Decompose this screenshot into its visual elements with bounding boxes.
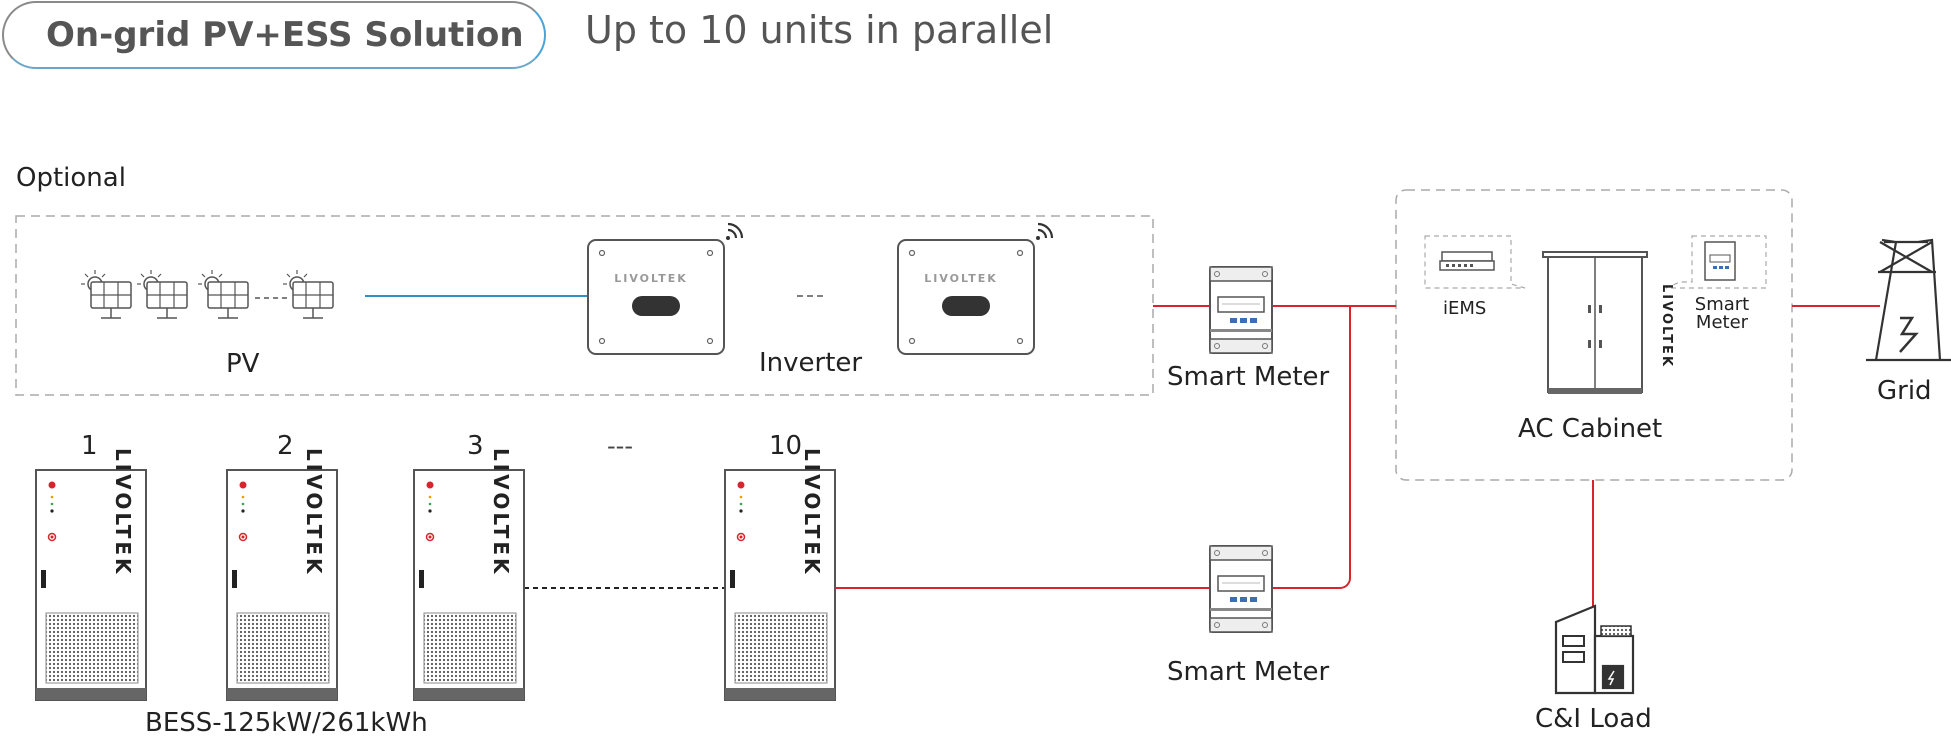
inverter-brand-label: LIVOLTEK — [924, 272, 998, 285]
inverter-icon — [586, 222, 744, 356]
smart-meter-icon — [1209, 266, 1273, 354]
ac-lines — [834, 305, 1880, 613]
bess-cabinet-icon — [35, 447, 147, 701]
pv-label: PV — [226, 349, 260, 379]
bess-ellipsis: --- — [607, 432, 633, 460]
grid-label: Grid — [1877, 376, 1932, 406]
solar-panel-icon — [80, 269, 132, 319]
bess-model-label: BESS-125kW/261kWh — [145, 708, 428, 738]
pv-array — [80, 269, 334, 319]
bess-cabinet-icon — [413, 447, 525, 701]
ac-cabinet-icon: LIVOLTEK — [1542, 251, 1674, 394]
grid-tower-icon — [1866, 238, 1951, 362]
smart-meter-top-label: Smart Meter — [1167, 362, 1330, 392]
inverter-icon — [896, 222, 1054, 356]
ci-load-building-icon — [1554, 604, 1635, 695]
bess-cabinet-icon — [226, 447, 338, 701]
solar-panel-icon — [136, 269, 188, 319]
svg-text:LIVOLTEK: LIVOLTEK — [1659, 284, 1674, 368]
ac-cabinet-label: AC Cabinet — [1518, 414, 1663, 444]
iems-icon — [1424, 235, 1526, 289]
inverter-brand-label: LIVOLTEK — [614, 272, 688, 285]
optional-pv-region — [15, 215, 1154, 396]
ac-cabinet-region — [1395, 189, 1793, 481]
bess-unit-number: 2 — [277, 431, 294, 461]
cabinet-smart-meter-label: Smart Meter — [1694, 294, 1750, 333]
bess-unit-number: 1 — [81, 431, 98, 461]
smart-meter-bottom-label: Smart Meter — [1167, 657, 1330, 687]
ci-load-label: C&I Load — [1535, 704, 1652, 734]
solar-panel-icon — [197, 269, 249, 319]
cabinet-smart-meter-icon — [1665, 235, 1767, 289]
solution-subtitle: Up to 10 units in parallel — [585, 8, 1054, 52]
bess-unit-number: 3 — [467, 431, 484, 461]
optional-label: Optional — [16, 163, 126, 193]
bess-cabinet-icon — [724, 447, 836, 701]
iems-label: iEMS — [1443, 298, 1487, 319]
inverter-label: Inverter — [759, 348, 863, 378]
bess-unit-number: 10 — [769, 431, 803, 461]
solution-title: On-grid PV+ESS Solution — [2, 1, 546, 69]
smart-meter-icon — [1209, 545, 1273, 633]
solar-panel-icon — [282, 269, 334, 319]
